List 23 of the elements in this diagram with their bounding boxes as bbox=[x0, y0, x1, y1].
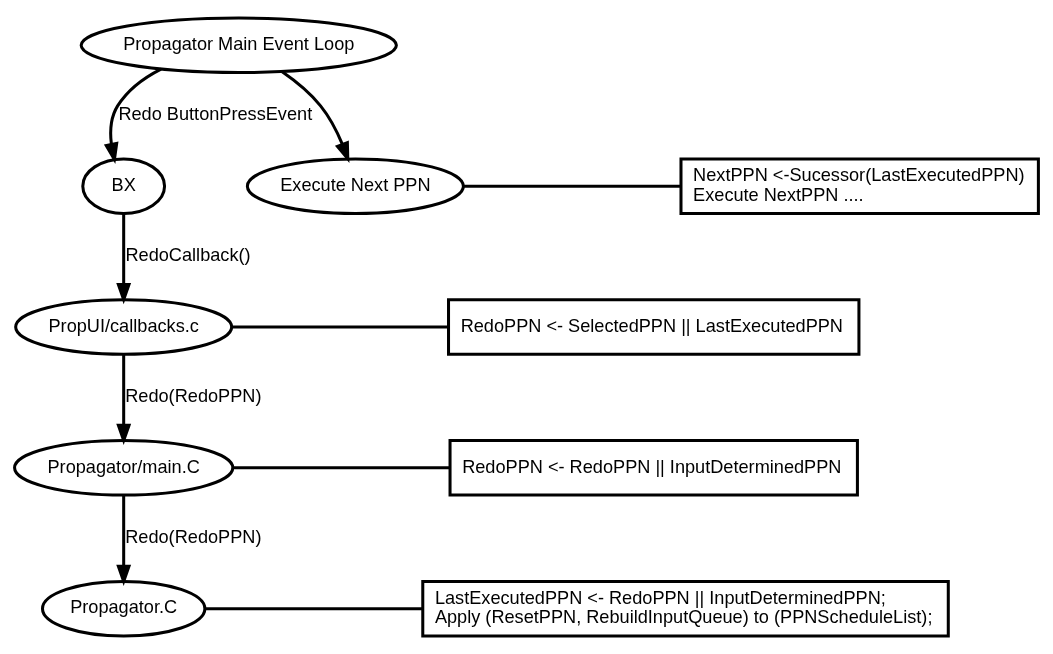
connector bbox=[463, 184, 681, 188]
node-ellipse: Propagator/main.C bbox=[13, 439, 235, 497]
arrow bbox=[116, 495, 132, 586]
node-box: RedoPPN <- SelectedPPN || LastExecutedPPN bbox=[447, 298, 861, 356]
connector bbox=[231, 325, 449, 329]
node-ellipse: BX bbox=[81, 157, 167, 215]
arrow bbox=[116, 354, 132, 446]
node-box: NextPPN <-Sucessor(LastExecutedPPN) Execute NextPPN .... bbox=[679, 157, 1040, 215]
node-ellipse: Propagator Main Event Loop bbox=[79, 16, 398, 75]
node-ellipse: PropUI/callbacks.c bbox=[14, 298, 234, 356]
arrow bbox=[103, 67, 162, 164]
connector bbox=[204, 607, 423, 611]
node-ellipse: Propagator.C bbox=[40, 579, 207, 638]
connector bbox=[232, 466, 450, 470]
node-ellipse: Execute Next PPN bbox=[245, 157, 465, 215]
edge-label: Redo ButtonPressEvent bbox=[118, 104, 313, 125]
arrow bbox=[116, 213, 132, 305]
arrow bbox=[281, 70, 350, 163]
node-box: LastExecutedPPN <- RedoPPN || InputDeterminedPPN; Apply (ResetPPN, RebuildInputQueue) to (PPNScheduleList); bbox=[421, 579, 950, 638]
edge-label: RedoCallback() bbox=[125, 245, 251, 266]
edge-label: Redo(RedoPPN) bbox=[125, 386, 262, 407]
edge-label: Redo(RedoPPN) bbox=[125, 526, 262, 547]
node-box: RedoPPN <- RedoPPN || InputDeterminedPPN bbox=[448, 439, 859, 497]
